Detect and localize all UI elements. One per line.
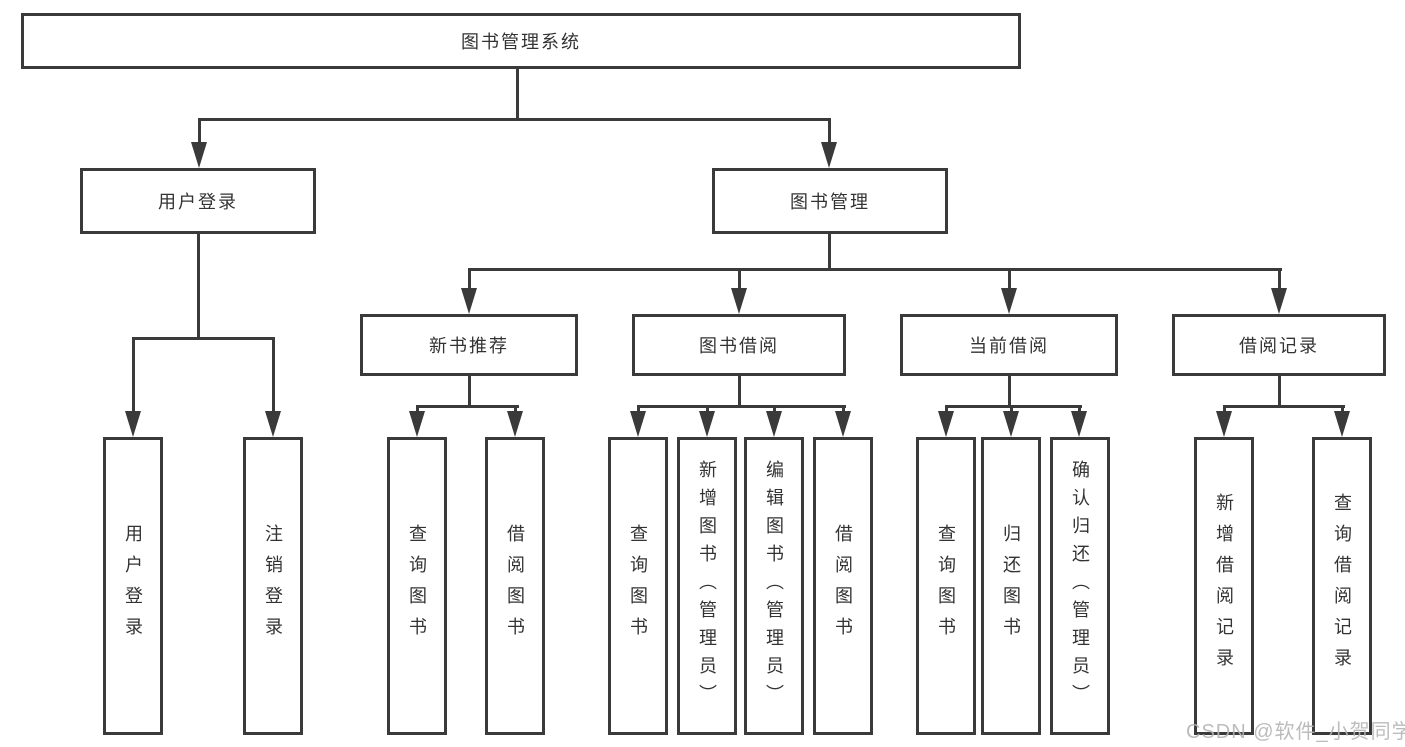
node-book-management: 图书管理 <box>712 168 948 234</box>
edge-segment <box>705 405 709 413</box>
edge-segment <box>515 69 519 118</box>
leaf-bb-borrow-books: 借阅图书 <box>813 437 873 735</box>
edge-segment <box>827 118 831 146</box>
edge-segment <box>1009 405 1013 413</box>
arrow-down-icon <box>1001 288 1017 314</box>
edge-segment <box>1077 405 1081 413</box>
leaf-br-query-record-label: 查询借阅记录 <box>1332 493 1352 679</box>
edge-segment <box>841 405 845 413</box>
edge-segment <box>1277 268 1281 290</box>
node-root-label: 图书管理系统 <box>461 32 581 52</box>
arrow-down-icon <box>461 288 477 314</box>
leaf-bb-query-books-label: 查询图书 <box>628 524 648 648</box>
edge-segment <box>636 405 640 413</box>
leaf-nb-borrow-books: 借阅图书 <box>485 437 545 735</box>
node-current-borrowing-label: 当前借阅 <box>969 336 1049 356</box>
edge-segment <box>944 405 1082 408</box>
node-user-login: 用户登录 <box>80 168 316 234</box>
edge-segment <box>513 405 517 413</box>
edge-segment <box>1277 376 1281 407</box>
leaf-cb-query-books-label: 查询图书 <box>936 524 956 648</box>
arrow-down-icon <box>1003 411 1019 437</box>
leaf-cb-confirm-return-admin-label: 确认归还（管理员） <box>1070 460 1090 712</box>
leaf-nb-query-books: 查询图书 <box>387 437 447 735</box>
leaf-cb-return-books-label: 归还图书 <box>1001 524 1021 648</box>
arrow-down-icon <box>835 411 851 437</box>
node-user-login-label: 用户登录 <box>158 192 238 212</box>
edge-segment <box>737 268 741 290</box>
leaf-br-add-record-label: 新增借阅记录 <box>1214 493 1234 679</box>
arrow-down-icon <box>1271 288 1287 314</box>
edge-segment <box>1007 376 1011 407</box>
node-current-borrowing: 当前借阅 <box>900 314 1118 376</box>
leaf-br-add-record: 新增借阅记录 <box>1194 437 1254 735</box>
arrow-down-icon <box>938 411 954 437</box>
edge-segment <box>197 118 201 146</box>
leaf-user-login-label: 用户登录 <box>123 524 143 648</box>
arrow-down-icon <box>731 288 747 314</box>
node-book-borrowing: 图书借阅 <box>632 314 846 376</box>
arrow-down-icon <box>507 411 523 437</box>
leaf-bb-edit-books-admin-label: 编辑图书（管理员） <box>764 460 784 712</box>
edge-segment <box>827 234 831 271</box>
leaf-bb-add-books-admin: 新增图书（管理员） <box>677 437 737 735</box>
node-book-borrowing-label: 图书借阅 <box>699 336 779 356</box>
leaf-br-query-record: 查询借阅记录 <box>1312 437 1372 735</box>
edge-segment <box>467 268 471 290</box>
edge-segment <box>131 337 135 413</box>
arrow-down-icon <box>1216 411 1232 437</box>
edge-segment <box>271 337 275 413</box>
arrow-down-icon <box>265 411 281 437</box>
edge-segment <box>467 268 1282 271</box>
leaf-cb-query-books: 查询图书 <box>916 437 976 735</box>
edge-segment <box>636 405 846 408</box>
node-book-management-label: 图书管理 <box>790 192 870 212</box>
leaf-cb-confirm-return-admin: 确认归还（管理员） <box>1050 437 1110 735</box>
node-new-book-recommendation-label: 新书推荐 <box>429 336 509 356</box>
arrow-down-icon <box>766 411 782 437</box>
arrow-down-icon <box>699 411 715 437</box>
arrow-down-icon <box>1071 411 1087 437</box>
edge-segment <box>131 337 275 340</box>
leaf-nb-query-books-label: 查询图书 <box>407 524 427 648</box>
edge-segment <box>1340 405 1344 413</box>
leaf-bb-query-books: 查询图书 <box>608 437 668 735</box>
leaf-user-login: 用户登录 <box>103 437 163 735</box>
edge-segment <box>197 118 831 121</box>
leaf-logout-label: 注销登录 <box>263 524 283 648</box>
edge-segment <box>737 376 741 407</box>
edge-segment <box>467 376 471 407</box>
leaf-cb-return-books: 归还图书 <box>981 437 1041 735</box>
leaf-bb-add-books-admin-label: 新增图书（管理员） <box>697 460 717 712</box>
arrow-down-icon <box>191 142 207 168</box>
edge-segment <box>415 405 519 408</box>
edge-segment <box>1007 268 1011 290</box>
leaf-logout: 注销登录 <box>243 437 303 735</box>
edge-segment <box>1222 405 1226 413</box>
edge-segment <box>415 405 419 413</box>
leaf-bb-edit-books-admin: 编辑图书（管理员） <box>744 437 804 735</box>
node-borrowing-records-label: 借阅记录 <box>1239 336 1319 356</box>
arrow-down-icon <box>409 411 425 437</box>
node-borrowing-records: 借阅记录 <box>1172 314 1386 376</box>
arrow-down-icon <box>125 411 141 437</box>
arrow-down-icon <box>1334 411 1350 437</box>
arrow-down-icon <box>821 142 837 168</box>
edge-segment <box>196 234 200 337</box>
node-new-book-recommendation: 新书推荐 <box>360 314 578 376</box>
leaf-bb-borrow-books-label: 借阅图书 <box>833 524 853 648</box>
edge-segment <box>944 405 948 413</box>
arrow-down-icon <box>630 411 646 437</box>
watermark: CSDN @软件_小贺同学 <box>1186 721 1405 743</box>
edge-segment <box>772 405 776 413</box>
edge-segment <box>1222 405 1345 408</box>
node-root: 图书管理系统 <box>21 13 1021 69</box>
leaf-nb-borrow-books-label: 借阅图书 <box>505 524 525 648</box>
